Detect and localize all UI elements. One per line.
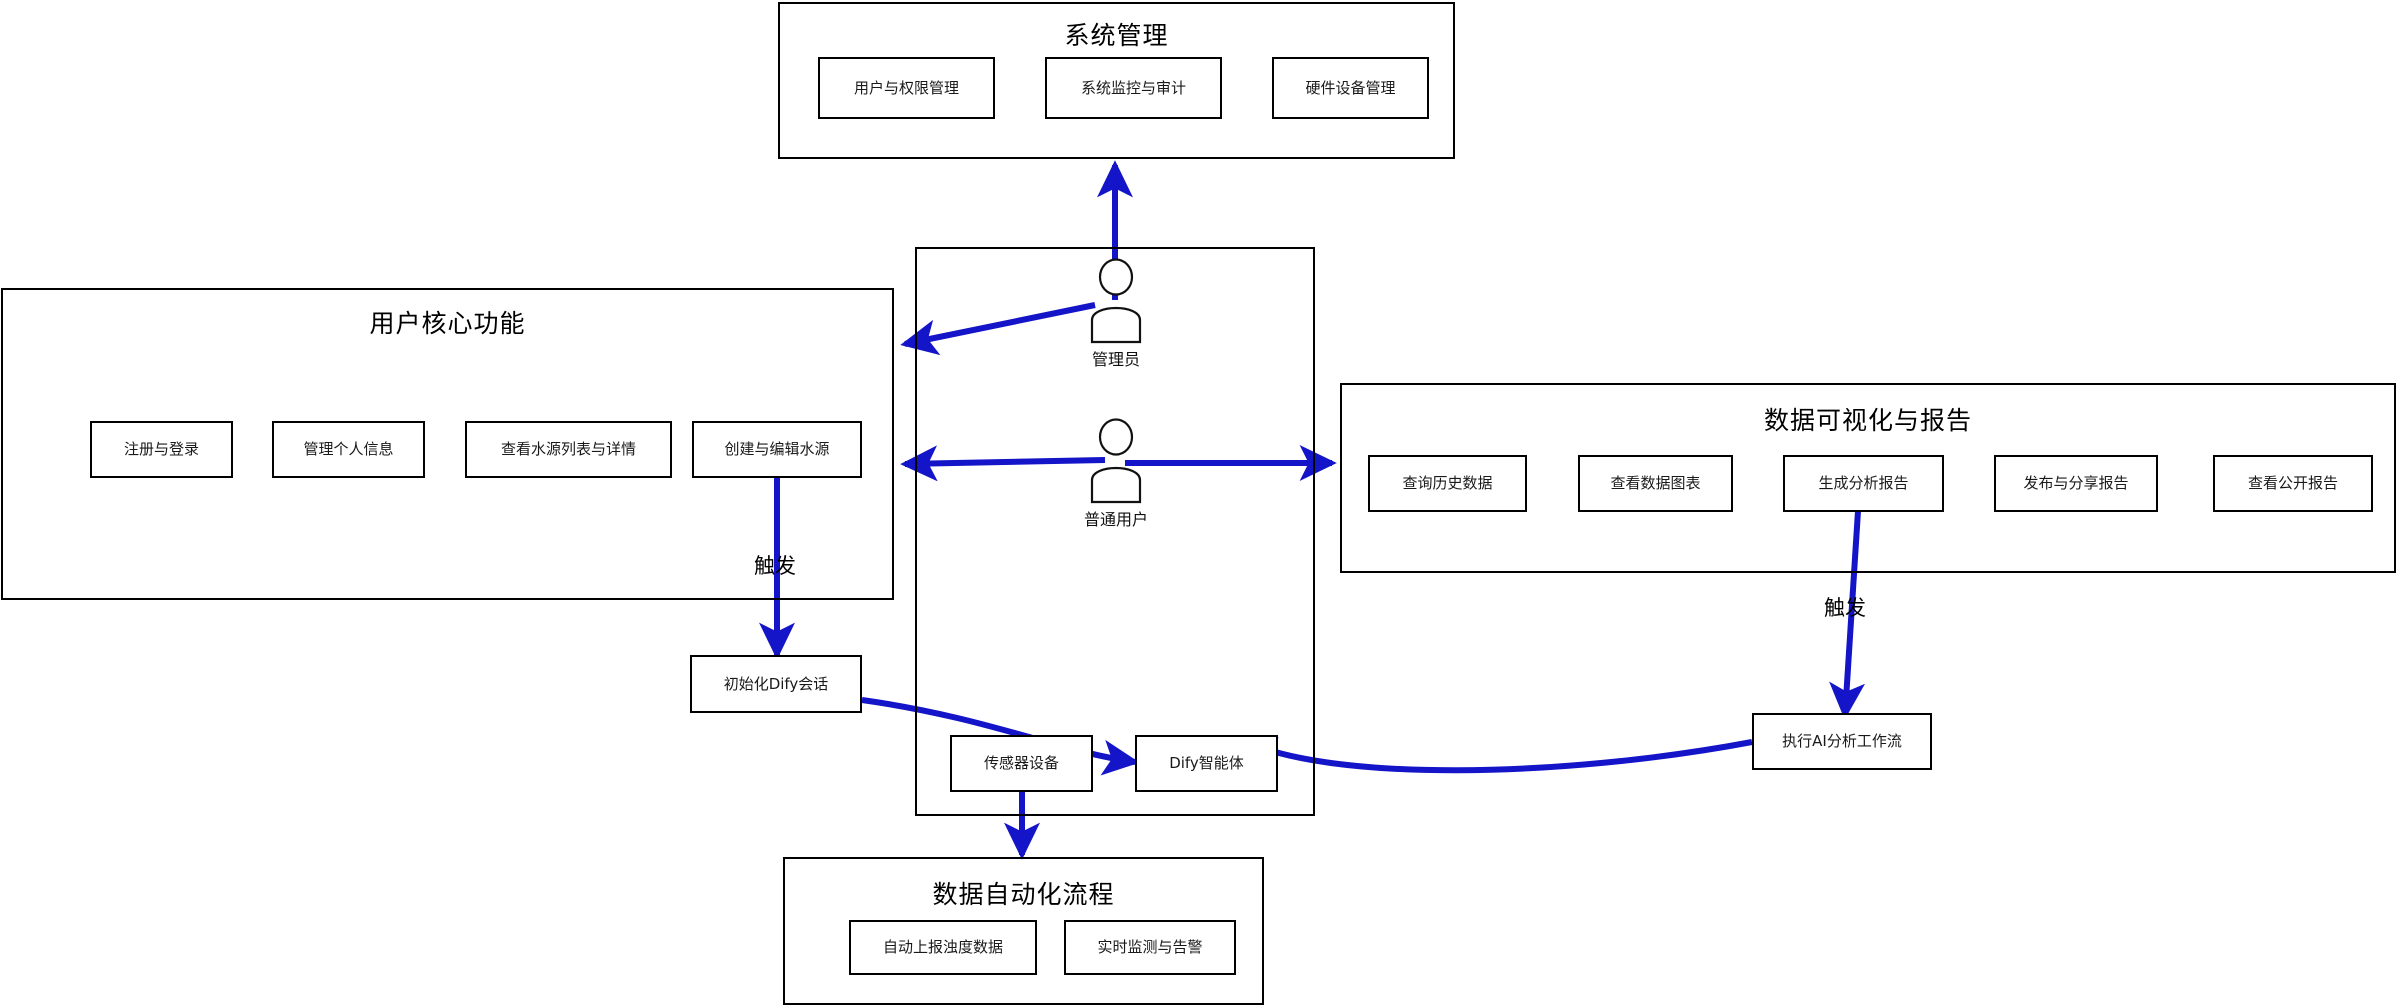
actor-administrator[interactable]: 管理员	[1080, 258, 1152, 369]
use-case-create-edit-water-source[interactable]: 创建与编辑水源	[692, 421, 862, 478]
package-data-automation-flow: 数据自动化流程	[783, 857, 1264, 1005]
use-case-query-history-data[interactable]: 查询历史数据	[1368, 455, 1527, 512]
edge-label-trigger-right: 触发	[1824, 596, 1866, 620]
use-case-auto-report-turbidity[interactable]: 自动上报浊度数据	[849, 920, 1037, 975]
actor-label-normal-user: 普通用户	[1083, 510, 1148, 529]
package-system-management: 系统管理	[778, 2, 1455, 159]
use-case-system-monitoring-audit[interactable]: 系统监控与审计	[1045, 57, 1222, 119]
system-boundary	[915, 247, 1315, 816]
package-title-data-visualization-report: 数据可视化与报告	[1763, 406, 1972, 435]
actor-figure-icon	[1090, 418, 1142, 504]
package-title-user-core-functions: 用户核心功能	[369, 309, 526, 338]
node-run-ai-analysis-flow[interactable]: 执行AI分析工作流	[1752, 713, 1932, 770]
package-title-data-automation-flow: 数据自动化流程	[932, 880, 1115, 909]
actor-figure-icon	[1090, 258, 1142, 344]
use-case-hardware-device-management[interactable]: 硬件设备管理	[1272, 57, 1429, 119]
link-ai-flow-to-dify-agent	[1237, 737, 1753, 774]
package-title-system-management: 系统管理	[1064, 21, 1169, 50]
edge-label-trigger-left: 触发	[754, 554, 796, 578]
use-case-generate-analysis-report[interactable]: 生成分析报告	[1783, 455, 1944, 512]
use-case-view-water-source-list[interactable]: 查看水源列表与详情	[465, 421, 672, 478]
node-sensor-device[interactable]: 传感器设备	[950, 735, 1093, 792]
actor-label-administrator: 管理员	[1091, 350, 1140, 369]
use-case-register-login[interactable]: 注册与登录	[90, 421, 233, 478]
use-case-realtime-monitor-alert[interactable]: 实时监测与告警	[1064, 920, 1236, 975]
use-case-view-data-charts[interactable]: 查看数据图表	[1578, 455, 1733, 512]
node-init-dify-session[interactable]: 初始化Dify会话	[690, 655, 862, 713]
use-case-manage-profile[interactable]: 管理个人信息	[272, 421, 425, 478]
node-dify-agent[interactable]: Dify智能体	[1135, 735, 1278, 792]
use-case-user-permission-management[interactable]: 用户与权限管理	[818, 57, 995, 119]
package-data-visualization-report: 数据可视化与报告	[1340, 383, 2396, 573]
use-case-publish-share-report[interactable]: 发布与分享报告	[1994, 455, 2158, 512]
actor-normal-user[interactable]: 普通用户	[1080, 418, 1152, 529]
use-case-view-public-report[interactable]: 查看公开报告	[2213, 455, 2373, 512]
package-user-core-functions: 用户核心功能	[1, 288, 894, 600]
